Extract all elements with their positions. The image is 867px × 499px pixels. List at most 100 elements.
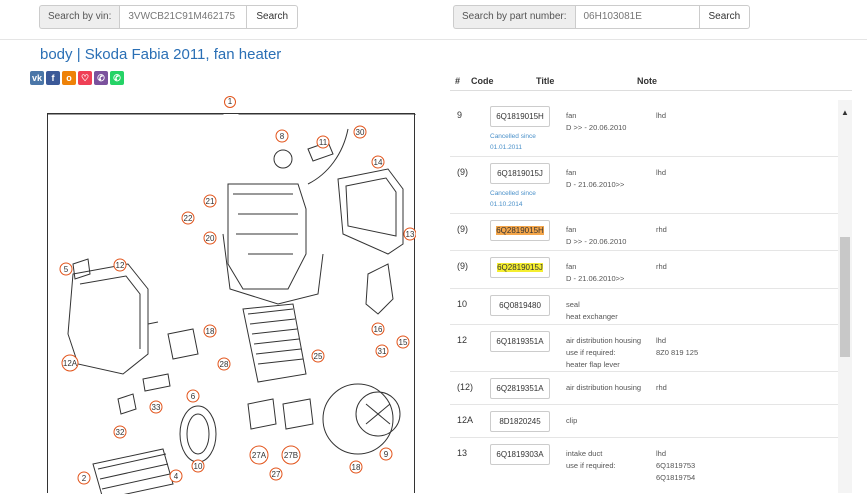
row-title: clip (566, 416, 578, 425)
whatsapp-icon[interactable]: ✆ (110, 71, 124, 85)
svg-text:15: 15 (399, 338, 408, 347)
cancelled-note: Cancelled since 01.10.2014 (490, 190, 536, 208)
page-title: body | Skoda Fabia 2011, fan heater (40, 46, 282, 63)
vin-search-button[interactable]: Search (247, 5, 299, 29)
part-code[interactable]: 6Q2819015H (490, 220, 550, 241)
svg-text:11: 11 (319, 138, 328, 147)
part-code[interactable]: 6Q1819015J (490, 163, 550, 184)
part-search-label: Search by part number: (453, 5, 575, 29)
svg-text:28: 28 (220, 360, 229, 369)
row-note: lhd (656, 168, 667, 177)
header-note: Note (637, 76, 657, 86)
viber-icon[interactable]: ✆ (94, 71, 108, 85)
svg-text:25: 25 (314, 352, 323, 361)
header-num: # (455, 76, 461, 86)
parts-diagram-drawing: 8 11 30 14 21 22 20 13 5 12 18 16 15 31 12A 28 25 6 33… (48, 107, 417, 499)
diagram-callout-labels: 8 11 30 14 21 22 20 13 5 12 18 16 15 31 12A 28 25 6 33… (63, 128, 415, 483)
parts-diagram: 8 11 30 14 21 22 20 13 5 12 18 16 15 31 12A 28 25 6 33… (47, 107, 417, 499)
header-title: Title (536, 76, 555, 86)
svg-text:27: 27 (272, 470, 281, 479)
scrollbar-thumb[interactable] (840, 237, 850, 357)
parts-table-header: # Code Title Note (450, 71, 852, 91)
svg-text:14: 14 (374, 158, 383, 167)
svg-text:18: 18 (352, 463, 361, 472)
svg-text:12: 12 (116, 261, 125, 270)
part-code[interactable]: 6Q2819351A (490, 378, 550, 399)
row-note: lhd (656, 111, 667, 120)
row-num: (9) (457, 261, 468, 271)
svg-text:21: 21 (206, 197, 215, 206)
table-row[interactable]: (9) 6Q1819015J Cancelled since 01.10.201… (450, 157, 838, 214)
pocket-icon[interactable]: ♡ (78, 71, 92, 85)
row-title: air distribution housing (566, 383, 642, 392)
top-search-bar: Search by vin: 3VWCB21C91M462175 Search … (0, 0, 867, 40)
table-scrollbar[interactable]: ▲ (838, 100, 852, 493)
vin-search-group: Search by vin: 3VWCB21C91M462175 Search (39, 5, 299, 29)
facebook-icon[interactable]: f (46, 71, 60, 85)
part-code[interactable]: 6Q0819480 (490, 295, 550, 316)
row-note: rhd (656, 262, 667, 271)
svg-text:18: 18 (206, 327, 215, 336)
header-code: Code (471, 76, 494, 86)
part-code[interactable]: 8D1820245 (490, 411, 550, 432)
cancelled-note: Cancelled since 01.01.2011 (490, 133, 536, 151)
svg-text:31: 31 (378, 347, 387, 356)
svg-text:16: 16 (374, 325, 383, 334)
part-search-group: Search by part number: 06H103081E Search (453, 5, 751, 29)
svg-text:13: 13 (406, 230, 415, 239)
part-code[interactable]: 6Q1819303A (490, 444, 550, 465)
row-num: (9) (457, 167, 468, 177)
vin-search-input[interactable]: 3VWCB21C91M462175 (119, 5, 248, 29)
svg-text:32: 32 (116, 428, 125, 437)
part-code[interactable]: 6Q2819015J (490, 257, 550, 278)
svg-text:2: 2 (82, 474, 87, 483)
svg-text:22: 22 (184, 214, 193, 223)
row-num: 13 (457, 448, 468, 458)
svg-text:6: 6 (191, 392, 196, 401)
svg-text:27A: 27A (252, 451, 267, 460)
svg-text:8: 8 (280, 132, 285, 141)
share-bar: vk f o ♡ ✆ ✆ (30, 71, 124, 85)
row-num: (12) (457, 382, 474, 392)
row-num: 9 (457, 110, 463, 120)
row-num: 10 (457, 299, 468, 309)
svg-text:30: 30 (356, 128, 365, 137)
part-search-button[interactable]: Search (699, 5, 751, 29)
row-note: rhd (656, 225, 667, 234)
diagram-callouts (59, 125, 417, 485)
part-code[interactable]: 6Q1819351A (490, 331, 550, 352)
svg-text:9: 9 (384, 450, 389, 459)
svg-text:27B: 27B (284, 451, 298, 460)
parts-table-body: 9 6Q1819015H Cancelled since 01.01.2011 … (450, 100, 838, 493)
svg-text:12A: 12A (63, 359, 78, 368)
table-row[interactable]: 9 6Q1819015H Cancelled since 01.01.2011 … (450, 100, 838, 157)
part-search-input[interactable]: 06H103081E (574, 5, 700, 29)
odnoklassniki-icon[interactable]: o (62, 71, 76, 85)
svg-text:5: 5 (64, 265, 69, 274)
table-row[interactable]: (12) 6Q2819351A air distribution housing… (450, 372, 838, 405)
svg-text:20: 20 (206, 234, 215, 243)
row-num: (9) (457, 224, 468, 234)
diagram-callout-1[interactable]: 1 (224, 96, 236, 108)
svg-text:33: 33 (152, 403, 161, 412)
vin-search-label: Search by vin: (39, 5, 120, 29)
row-note: rhd (656, 383, 667, 392)
part-code[interactable]: 6Q1819015H (490, 106, 550, 127)
table-row[interactable]: 12A 8D1820245 clip (450, 405, 838, 438)
row-num: 12 (457, 335, 468, 345)
vk-icon[interactable]: vk (30, 71, 44, 85)
scroll-up-icon[interactable]: ▲ (841, 108, 849, 117)
